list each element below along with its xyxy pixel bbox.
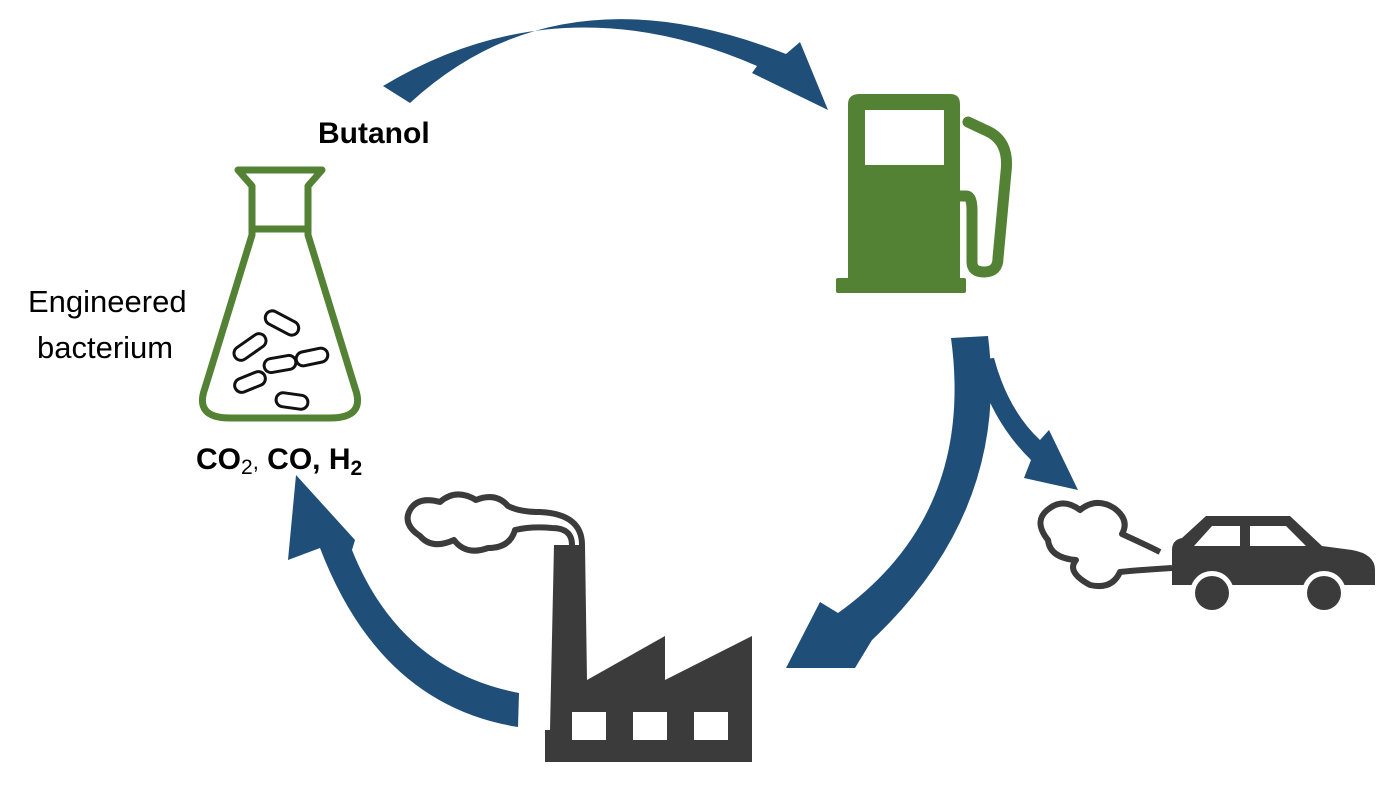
product-label: Butanol: [318, 117, 430, 150]
gas-separator: ,: [253, 449, 259, 474]
arrow-pump-to-factory: [786, 336, 992, 668]
gas-label: CO2, CO, H2: [196, 443, 362, 480]
gas-co2-sub: 2: [241, 456, 253, 479]
flask-icon: [198, 166, 362, 422]
arrow-flask-to-pump: [383, 19, 828, 110]
organism-label-line1: Engineered: [28, 284, 187, 319]
gas-h2-base: H: [320, 443, 350, 476]
smoke-icon: [404, 491, 585, 554]
smoke-icon: [1037, 500, 1173, 590]
arrow-factory-to-flask: [288, 475, 519, 727]
factory-icon: [545, 545, 752, 762]
car-icon: [1172, 516, 1375, 615]
bacterium-icon: [232, 309, 330, 411]
gas-co: CO,: [259, 443, 321, 476]
arrow-pump-to-car: [975, 358, 1078, 490]
gas-co2-base: CO: [196, 443, 241, 476]
fuel-pump-icon: [836, 94, 1013, 293]
organism-label-line2: bacterium: [37, 330, 173, 365]
gas-h2-sub: 2: [350, 457, 362, 480]
